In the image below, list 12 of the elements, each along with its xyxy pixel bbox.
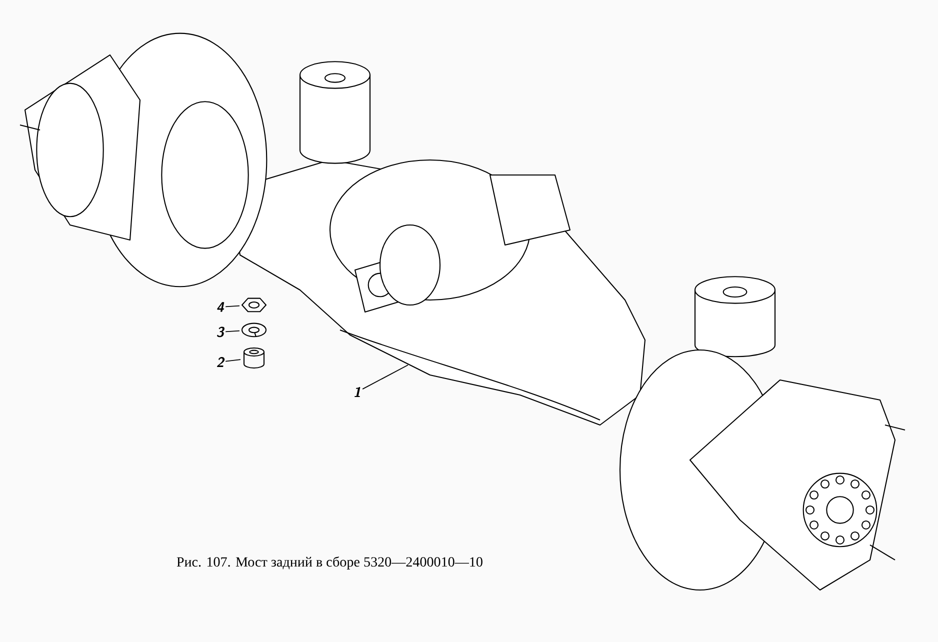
callout-number: 3 (217, 326, 224, 338)
leader-line (225, 305, 240, 308)
nut-icon (241, 298, 267, 312)
bushing-icon (243, 347, 265, 369)
callout-number: 1 (354, 386, 360, 398)
caption: Рис. 107. Мост задний в сборе 5320—2400010—10 (176, 556, 482, 570)
washer-icon (241, 322, 267, 338)
leader-line (225, 330, 240, 332)
callout-number: 4 (217, 302, 224, 312)
leader-line (362, 364, 408, 390)
leader-line (225, 359, 241, 362)
callout-number: 2 (217, 356, 225, 368)
